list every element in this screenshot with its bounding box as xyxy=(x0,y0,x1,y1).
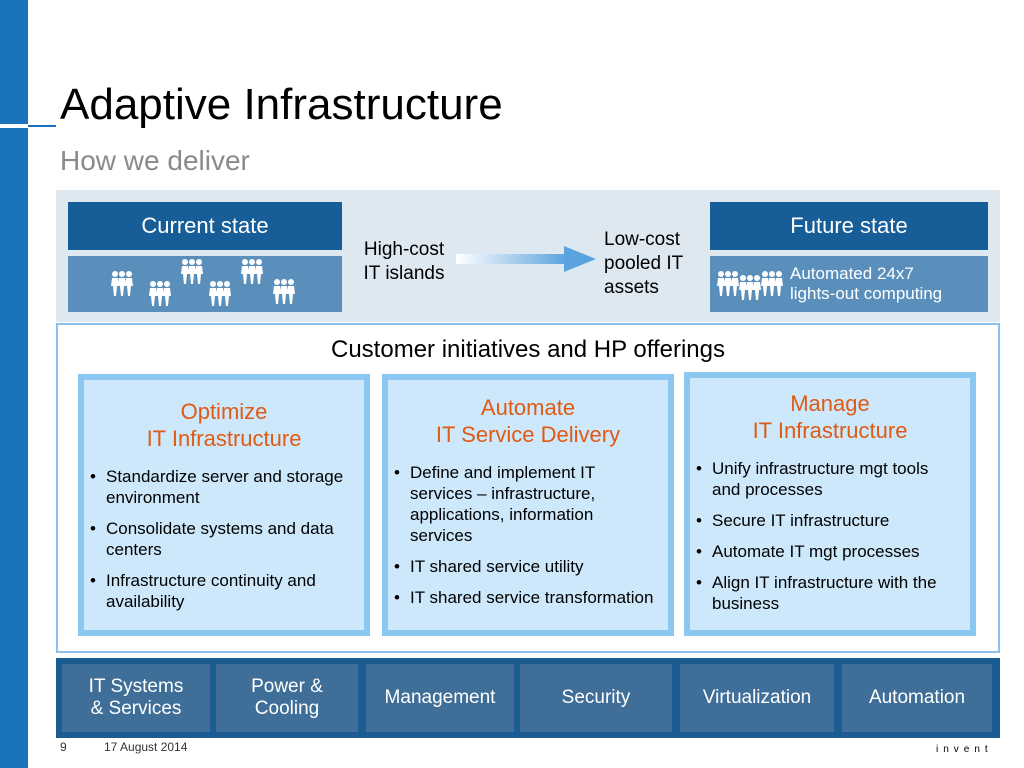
transition-to-label: Low-cost pooled IT assets xyxy=(604,228,704,300)
transition-from-line1: High-cost xyxy=(363,239,445,260)
initiative-column-automate: Automate IT Service Delivery Define and … xyxy=(382,374,674,636)
list-item: Secure IT infrastructure xyxy=(690,510,958,531)
tile-line2: Cooling xyxy=(254,698,320,719)
future-state-header: Future state xyxy=(710,202,988,250)
offering-tile-automation: Automation xyxy=(842,664,992,732)
list-item: Align IT infrastructure with the busines… xyxy=(690,572,958,614)
column-heading-line2: IT Service Delivery xyxy=(435,422,621,447)
list-item: Automate IT mgt processes xyxy=(690,541,958,562)
column-heading: Manage IT Infrastructure xyxy=(690,390,970,444)
people-group-icon xyxy=(111,259,295,306)
tile-line2: & Services xyxy=(90,698,182,719)
offering-tile-security: Security xyxy=(520,664,672,732)
transition-from-line2: IT islands xyxy=(363,263,445,284)
tile-line1: Power & xyxy=(251,676,323,697)
left-accent-bar xyxy=(0,0,28,768)
offering-tile-virtualization: Virtualization xyxy=(680,664,834,732)
tile-line1: IT Systems xyxy=(88,676,184,697)
list-item: Consolidate systems and data centers xyxy=(84,518,350,560)
future-caption-line2: lights-out computing xyxy=(790,284,943,303)
transition-from-label: High-cost IT islands xyxy=(356,238,452,286)
slide-date: 17 August 2014 xyxy=(104,740,188,754)
future-state-panel: Automated 24x7 lights-out computing xyxy=(710,256,988,312)
bullet-list: Standardize server and storage environme… xyxy=(84,466,364,612)
list-item: Unify infrastructure mgt tools and proce… xyxy=(690,458,958,500)
list-item: Define and implement IT services – infra… xyxy=(388,462,654,546)
slide-title: Adaptive Infrastructure xyxy=(60,80,503,129)
transition-to-line2: pooled IT xyxy=(604,253,684,274)
column-heading-line1: Optimize xyxy=(180,399,268,424)
initiative-column-manage: Manage IT Infrastructure Unify infrastru… xyxy=(684,372,976,636)
current-state-panel xyxy=(68,256,342,312)
column-heading-line2: IT Infrastructure xyxy=(146,426,302,451)
accent-divider xyxy=(0,124,28,128)
people-group-icon xyxy=(717,271,783,300)
accent-divider-extension xyxy=(28,125,56,127)
current-state-header: Current state xyxy=(68,202,342,250)
transition-to-line1: Low-cost xyxy=(604,229,681,250)
future-state-caption: Automated 24x7 lights-out computing xyxy=(790,264,942,304)
transition-to-line3: assets xyxy=(604,277,659,298)
column-heading: Optimize IT Infrastructure xyxy=(84,398,364,452)
offering-tile-management: Management xyxy=(366,664,514,732)
list-item: IT shared service transformation xyxy=(388,587,654,608)
brand-tagline: invent xyxy=(936,744,993,755)
initiative-column-optimize: Optimize IT Infrastructure Standardize s… xyxy=(78,374,370,636)
column-heading-line2: IT Infrastructure xyxy=(752,418,908,443)
column-heading-line1: Manage xyxy=(790,391,870,416)
list-item: Infrastructure continuity and availabili… xyxy=(84,570,350,612)
bullet-list: Unify infrastructure mgt tools and proce… xyxy=(690,458,970,614)
bullet-list: Define and implement IT services – infra… xyxy=(388,462,668,608)
slide-subtitle: How we deliver xyxy=(60,145,250,176)
column-heading-line1: Automate xyxy=(480,395,576,420)
initiatives-heading: Customer initiatives and HP offerings xyxy=(331,336,725,363)
list-item: Standardize server and storage environme… xyxy=(84,466,350,508)
offering-tile-power-cooling: Power & Cooling xyxy=(216,664,358,732)
column-heading: Automate IT Service Delivery xyxy=(388,394,668,448)
list-item: IT shared service utility xyxy=(388,556,654,577)
page-number: 9 xyxy=(60,740,67,754)
transition-arrow-icon xyxy=(456,246,596,272)
offering-tile-it-systems: IT Systems & Services xyxy=(62,664,210,732)
future-caption-line1: Automated 24x7 xyxy=(790,264,914,283)
